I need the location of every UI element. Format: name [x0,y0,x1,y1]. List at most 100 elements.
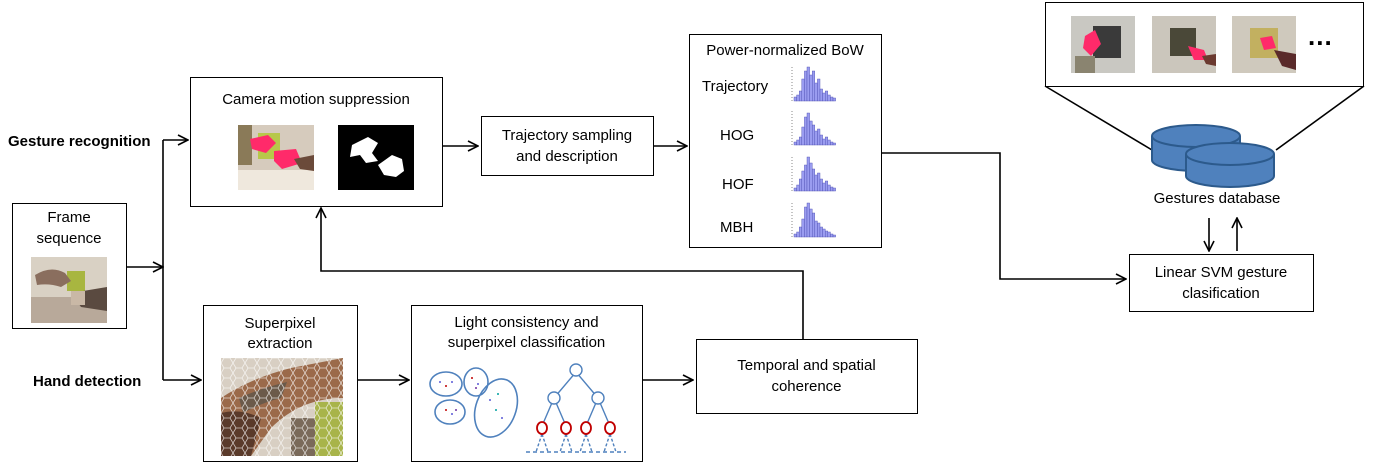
histogram-bar [798,226,802,238]
histogram-bar [804,116,808,146]
superpixel-line2: extraction [247,335,313,352]
histogram-bar [822,182,826,192]
frame-sequence-line2: sequence [36,230,102,247]
histogram-trajectory [791,66,836,102]
frame-sequence-line1: Frame [47,209,91,226]
trajectory-sampling-box: Trajectory sampling and description [481,116,654,176]
temporal-line2: coherence [771,378,842,395]
histogram-bar [832,142,836,146]
histogram-bar [814,220,818,238]
bow-row-hog: HOG [720,127,755,144]
histogram-bar [806,66,810,102]
histogram-bar [801,78,805,102]
temporal-coherence-box: Temporal and spatial coherence [696,339,918,414]
histogram-bar [793,141,797,146]
gesture-examples-box: ... [1045,2,1364,87]
superpixel-image [221,358,343,456]
bow-title: Power-normalized BoW [706,42,864,59]
histogram-hog [791,111,836,146]
histogram-bar [801,126,805,146]
histogram-mbh [791,202,836,238]
funnel-right [1275,85,1365,151]
cluster-1 [429,371,463,397]
histogram-bar [798,136,802,146]
histogram-bar [806,156,810,192]
bow-row-mbh: MBH [720,219,754,236]
trajectory-sampling-line2: and description [516,148,618,165]
histogram-bar [798,178,802,192]
histogram-bar [827,184,831,192]
histogram-bar [825,90,829,102]
histogram-bar [817,128,821,146]
histogram-bar [832,97,836,102]
histogram-bar [819,226,823,238]
arrow-bow-to-svm [882,152,1126,279]
histogram-bar [793,187,797,192]
histogram-bar [827,94,831,102]
histogram-bar [825,136,829,146]
histogram-bar [809,162,813,192]
histogram-bar [806,202,810,238]
classification-illustration [429,363,626,453]
gesture-example-1 [1071,16,1135,73]
gesture-example-2 [1152,16,1216,73]
funnel-left [1044,85,1153,151]
histogram-bar [822,92,826,102]
bow-box: Power-normalized BoW Trajectory HOG HOF … [689,34,882,248]
camera-motion-mask-image [338,125,414,190]
histogram-bar [832,187,836,192]
histogram-bar [801,170,805,192]
histogram-bar [825,230,829,238]
cluster-4 [473,378,519,438]
camera-motion-title: Camera motion suppression [222,91,410,108]
light-consistency-box: Light consistency and superpixel classif… [411,305,643,462]
gestures-database-label: Gestures database [1153,190,1281,207]
histogram-bar [832,234,836,238]
cluster-3 [434,399,466,425]
histogram-bar [793,96,797,102]
histogram-bar [817,222,821,238]
cluster-points [439,377,503,419]
histogram-bar [814,130,818,146]
histogram-bar [812,212,816,238]
histogram-bar [812,168,816,192]
camera-motion-frame-image [238,125,314,190]
cluster-2 [463,367,489,397]
histogram-bar [793,233,797,238]
svm-line2: clasification [1182,285,1260,302]
histogram-bar [817,172,821,192]
histogram-bar [814,82,818,102]
decision-tree [526,363,626,453]
clusters [429,367,519,438]
bow-row-trajectory: Trajectory [702,78,769,95]
histogram-bar [830,96,834,102]
histogram-bar [809,120,813,146]
histogram-bar [830,233,834,238]
histogram-bar [822,228,826,238]
histogram-bar [804,164,808,192]
frame-sequence-image [31,257,107,323]
arrow-temporal-to-camera [321,208,804,339]
histogram-bar [827,231,831,238]
histogram-bar [812,124,816,146]
histogram-bar [814,174,818,192]
hand-detection-label: Hand detection [33,373,142,390]
light-consistency-line2: superpixel classification [447,334,606,351]
camera-motion-box: Camera motion suppression [190,77,443,207]
histogram-bar [798,90,802,102]
histogram-bar [804,206,808,238]
gesture-example-3 [1232,16,1296,73]
temporal-line1: Temporal and spatial [737,357,876,374]
superpixel-box: Superpixel extraction [203,305,358,462]
histogram-hof [791,156,836,192]
bow-row-hof: HOF [722,176,754,193]
frame-sequence-box: Frame sequence [12,203,127,329]
histogram-bar [812,70,816,102]
histogram-bar [796,139,800,146]
superpixel-line1: Superpixel [244,315,316,332]
histogram-bar [806,112,810,146]
gesture-recognition-label: Gesture recognition [8,133,151,150]
leaf-nodes [536,421,616,435]
svm-box: Linear SVM gesture clasification [1129,254,1314,312]
